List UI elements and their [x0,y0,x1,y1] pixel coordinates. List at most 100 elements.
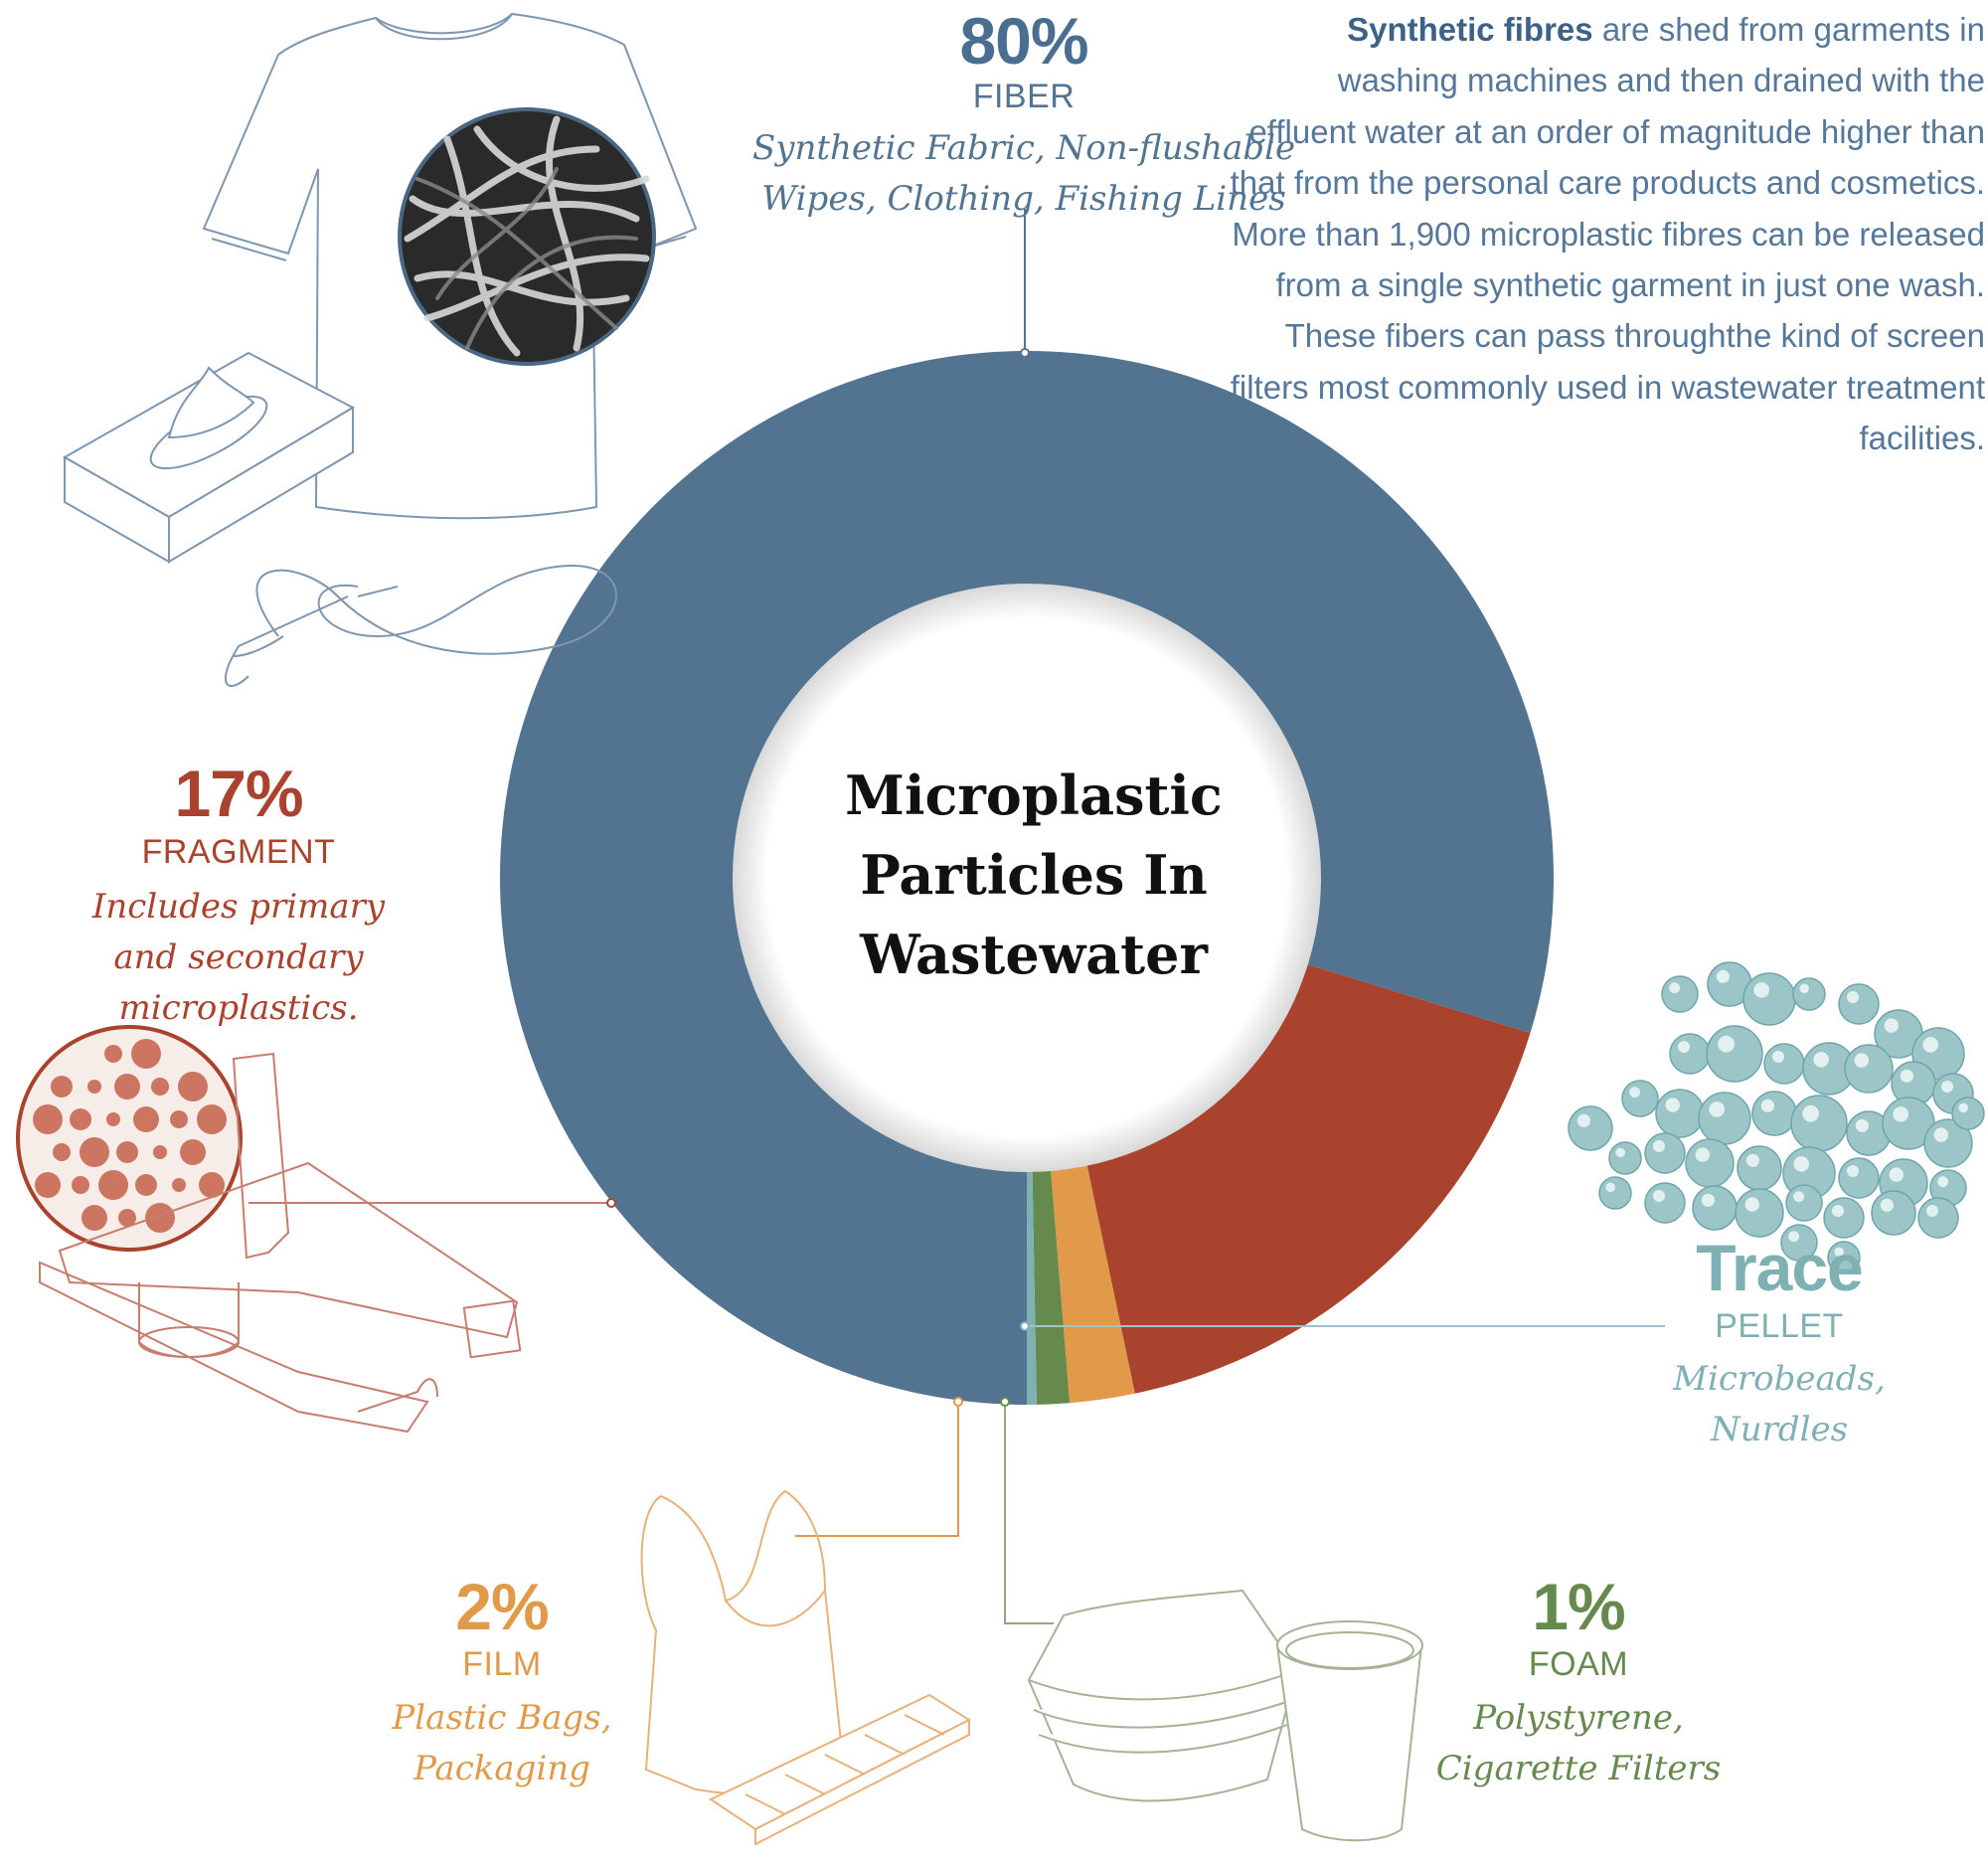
pellet-bead-highlight [1922,1037,1938,1053]
pellet-category-label: PELLET [1715,1307,1844,1345]
pellet-bead [1644,1132,1686,1174]
pellet-bead-highlight [1745,1153,1759,1167]
fiber-leader-dot [1020,348,1030,358]
fragment-category-label: FRAGMENT [141,833,336,871]
pellet-bead [1785,1184,1823,1222]
pellet-bead-highlight [1709,1101,1725,1117]
pellet-bead-highlight [1832,1205,1844,1217]
pellet-bead-highlight [1889,1167,1905,1182]
pellet-bead [1661,975,1699,1013]
foam-leader-line [1004,1402,1054,1624]
donut-slice-foam [1032,1165,1071,1405]
pellet-bead [1790,1095,1848,1152]
pellet-bead-highlight [1615,1147,1625,1158]
fiber-category-label: FIBER [972,78,1076,115]
pellet-bead-highlight [1847,991,1859,1003]
pellet-bead-highlight [1576,1113,1590,1127]
fragment-particle [118,1209,136,1227]
pellet-bead [1655,1089,1705,1138]
fragment-particle [35,1172,61,1198]
pellet-bead [1917,1197,1959,1239]
pellet-bead-highlight [1900,1069,1913,1083]
pellet-bead [1568,1105,1613,1151]
plastic-bag-illustration [640,1489,847,1796]
chart-title-line: Wastewater [860,923,1208,986]
pellet-bead-highlight [1941,1081,1953,1093]
pellet-bead [1598,1176,1632,1210]
pellet-bead [1742,972,1796,1026]
foam-examples-line: Cigarette Filters [1435,1749,1722,1788]
fragment-particle [180,1139,206,1165]
pellet-bead-highlight [1718,1035,1735,1053]
pellet-bead [1871,1190,1916,1236]
fragment-particle [87,1080,101,1094]
pellet-bead [1669,1033,1711,1075]
pellet-bead [1838,983,1880,1025]
fragment-particle [116,1141,138,1163]
chart-title-line: Microplastic [845,763,1223,827]
pellet-bead-highlight [1884,1018,1900,1033]
pellet-beads-illustration [1568,961,1985,1274]
pellet-bead-highlight [1716,969,1730,983]
pellet-bead-highlight [1855,1118,1869,1132]
pellet-bead [1608,1141,1642,1175]
donut-chart [500,351,1554,1405]
pellet-bead-highlight [1629,1087,1640,1099]
toothpaste-illustration [39,1052,522,1434]
fragment-magnifier-icon [16,1025,243,1252]
fragment-particle [178,1072,208,1101]
pellet-bead-highlight [1695,1147,1711,1162]
gum-strip-illustration [708,1693,972,1846]
pellet-bead-highlight [1880,1198,1894,1212]
film-examples-line: Packaging [414,1749,590,1788]
film-category-label: FILM [462,1645,542,1683]
pellet-bead-highlight [1760,1099,1774,1112]
annotation-bold-lead: Synthetic fibres [1347,11,1593,48]
fiber-magnifier-icon [398,107,656,366]
fragment-particle [33,1104,63,1134]
fragment-particle [104,1045,122,1063]
fragment-particle [153,1145,167,1159]
fragment-particle [53,1143,71,1161]
pellet-bead-highlight [1802,1104,1819,1122]
pellet-bead [1844,1044,1894,1094]
synthetic-fibres-annotation: Synthetic fibres are shed from garments … [1230,4,1985,464]
fiber-percentage: 80% [959,4,1088,78]
pellet-bead [1751,1091,1797,1136]
foam-examples-line: Polystyrene, [1473,1698,1684,1738]
pellet-bead-highlight [1678,1041,1690,1053]
pellet-bead-highlight [1788,1231,1799,1243]
pellet-bead-highlight [1893,1106,1908,1122]
pellet-bead-highlight [1813,1052,1829,1068]
film-percentage: 2% [455,1570,549,1643]
fragment-particle [145,1203,175,1233]
fragment-particle [114,1074,140,1100]
foam-leader-dot [1000,1397,1010,1407]
annotation-body: are shed from garments in washing machin… [1230,11,1985,457]
fragment-leader-dot [606,1198,616,1208]
pellet-bead [1644,1182,1686,1224]
fishing-line-illustration [224,565,617,687]
pellet-bead-highlight [1653,1140,1665,1152]
fragment-examples-line: Includes primary [91,887,386,927]
pellet-bead-highlight [1799,983,1809,994]
pellet-bead-highlight [1653,1190,1665,1202]
pellet-examples-line: Nurdles [1710,1410,1849,1449]
pellet-examples: Microbeads, Nurdles [1630,1354,1928,1455]
pellet-bead [1838,1157,1880,1199]
fragment-particle [106,1112,120,1126]
pellet-bead-highlight [1701,1193,1715,1207]
fragment-examples-line: and secondary [113,937,364,977]
fiber-examples-line: Wipes, Clothing, Fishing Lines [761,179,1286,219]
pellet-bead-highlight [1926,1205,1938,1217]
fragment-particle [133,1106,159,1132]
pellet-bead [1621,1080,1659,1117]
foam-container-illustration [1027,1589,1299,1802]
donut-slice-fiber [500,351,1554,1405]
fragment-particle [172,1178,186,1192]
pellet-bead [1737,1145,1782,1191]
donut-hole [733,584,1321,1172]
film-leader-line [795,1402,959,1537]
foam-percentage: 1% [1532,1570,1625,1643]
